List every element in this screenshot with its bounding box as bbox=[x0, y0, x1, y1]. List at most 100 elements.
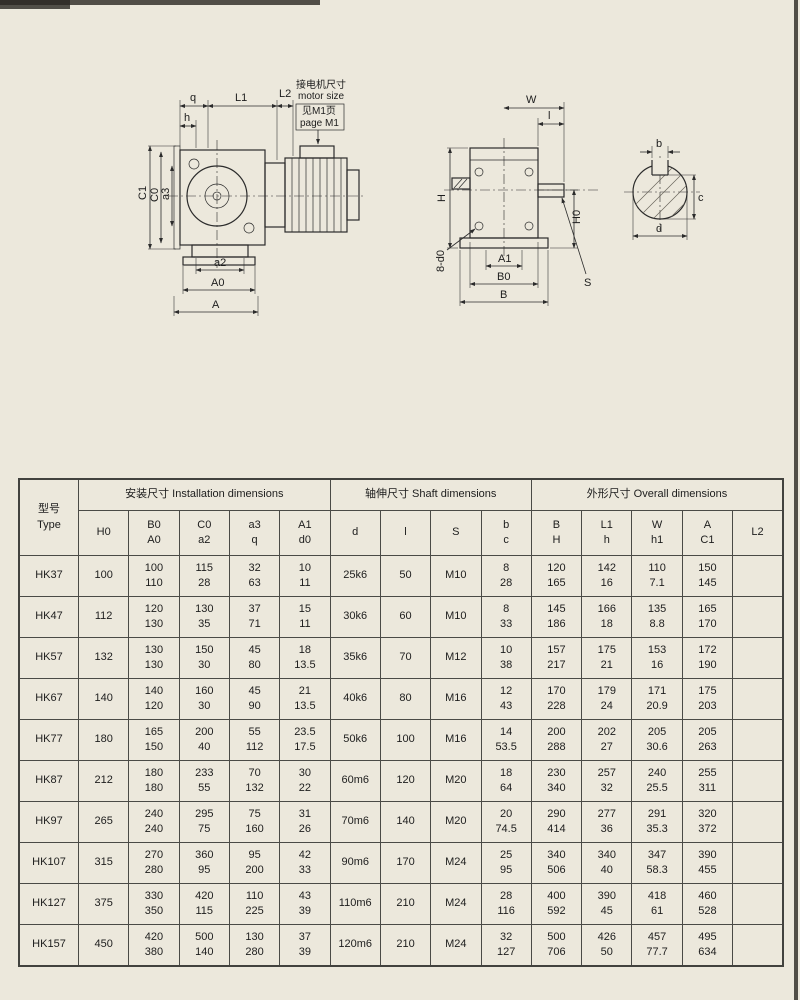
value-cell: M24 bbox=[430, 883, 482, 925]
value-cell: M24 bbox=[430, 842, 482, 884]
value-cell: 110 7.1 bbox=[631, 555, 683, 597]
value-cell: 18 64 bbox=[480, 760, 532, 802]
dim-label-q: q bbox=[190, 92, 196, 104]
value-cell: 290 414 bbox=[530, 801, 583, 843]
value-cell: 130 130 bbox=[128, 637, 180, 679]
value-cell: 150 145 bbox=[681, 555, 734, 597]
value-cell: 165 170 bbox=[681, 596, 734, 638]
type-cell: HK77 bbox=[18, 719, 79, 761]
group-installation-dimensions: 安装尺寸 Installation dimensions bbox=[78, 478, 331, 511]
value-cell: 100 110 bbox=[128, 555, 180, 597]
dim-label-W: W bbox=[526, 94, 537, 106]
value-cell: 140 bbox=[379, 801, 432, 843]
sub-header-10: L1 h bbox=[581, 510, 633, 556]
value-cell: 100 bbox=[379, 719, 432, 761]
value-cell: 50k6 bbox=[329, 719, 381, 761]
value-cell: 30k6 bbox=[329, 596, 381, 638]
dim-label-A1: A1 bbox=[498, 253, 511, 265]
value-cell bbox=[732, 555, 784, 597]
value-cell: 375 bbox=[77, 883, 130, 925]
value-cell: 30 22 bbox=[279, 760, 331, 802]
sub-header-4: A1 d0 bbox=[279, 510, 331, 556]
value-cell: 12 43 bbox=[480, 678, 532, 720]
value-cell: 42 33 bbox=[279, 842, 331, 884]
value-cell: 45 90 bbox=[228, 678, 281, 720]
value-cell: 315 bbox=[77, 842, 130, 884]
type-cell: HK87 bbox=[18, 760, 79, 802]
scan-artifact bbox=[0, 0, 320, 5]
value-cell: 390 45 bbox=[581, 883, 633, 925]
value-cell: 420 115 bbox=[178, 883, 230, 925]
value-cell: 340 506 bbox=[530, 842, 583, 884]
sub-header-6: l bbox=[379, 510, 432, 556]
value-cell: 330 350 bbox=[128, 883, 180, 925]
value-cell: 295 75 bbox=[178, 801, 230, 843]
dimension-table: 型号 Type 安装尺寸 Installation dimensions 轴伸尺… bbox=[18, 478, 784, 967]
value-cell: 175 203 bbox=[681, 678, 734, 720]
value-cell: 40k6 bbox=[329, 678, 381, 720]
scan-artifact bbox=[0, 0, 70, 9]
dim-label-b: b bbox=[656, 138, 662, 150]
motor-note-ref-cn: 见M1页 bbox=[302, 105, 336, 117]
value-cell: 60 bbox=[379, 596, 432, 638]
type-cell: HK57 bbox=[18, 637, 79, 679]
value-cell: 8 33 bbox=[480, 596, 532, 638]
motor-note-ref-en: page M1 bbox=[300, 118, 339, 129]
value-cell: 255 311 bbox=[681, 760, 734, 802]
technical-drawings: q L1 L2 h C1 C0 a3 a2 A0 bbox=[137, 78, 704, 316]
sub-header-5: d bbox=[329, 510, 381, 556]
value-cell: 426 50 bbox=[581, 924, 633, 967]
value-cell: 420 380 bbox=[128, 924, 180, 967]
value-cell: 418 61 bbox=[631, 883, 683, 925]
value-cell: 90m6 bbox=[329, 842, 381, 884]
dim-label-C1: C1 bbox=[137, 186, 149, 200]
type-cell: HK37 bbox=[18, 555, 79, 597]
value-cell: 179 24 bbox=[581, 678, 633, 720]
value-cell: 120 165 bbox=[530, 555, 583, 597]
value-cell: 142 16 bbox=[581, 555, 633, 597]
value-cell: 202 27 bbox=[581, 719, 633, 761]
value-cell: 130 35 bbox=[178, 596, 230, 638]
value-cell: 15 11 bbox=[279, 596, 331, 638]
value-cell: 170 bbox=[379, 842, 432, 884]
dim-label-A0: A0 bbox=[211, 277, 224, 289]
value-cell: 14 53.5 bbox=[480, 719, 532, 761]
value-cell: 120m6 bbox=[329, 924, 381, 967]
dim-label-B: B bbox=[500, 289, 507, 301]
type-cell: HK47 bbox=[18, 596, 79, 638]
value-cell: 210 bbox=[379, 924, 432, 967]
value-cell: 170 228 bbox=[530, 678, 583, 720]
dim-label-B0: B0 bbox=[497, 271, 510, 283]
value-cell: 166 18 bbox=[581, 596, 633, 638]
value-cell bbox=[732, 924, 784, 967]
value-cell: 175 21 bbox=[581, 637, 633, 679]
dim-label-S: S bbox=[584, 277, 591, 289]
side-view-drawing: q L1 L2 h C1 C0 a3 a2 A0 bbox=[137, 78, 364, 316]
shaft-section-drawing: b c d bbox=[624, 138, 704, 240]
value-cell: 35k6 bbox=[329, 637, 381, 679]
value-cell: 20 74.5 bbox=[480, 801, 532, 843]
dim-label-H: H bbox=[436, 194, 448, 202]
value-cell bbox=[732, 842, 784, 884]
value-cell: 132 bbox=[77, 637, 130, 679]
value-cell: 500 140 bbox=[178, 924, 230, 967]
value-cell bbox=[732, 883, 784, 925]
value-cell: M20 bbox=[430, 801, 482, 843]
value-cell: 145 186 bbox=[530, 596, 583, 638]
value-cell: M24 bbox=[430, 924, 482, 967]
value-cell: M16 bbox=[430, 719, 482, 761]
type-header: 型号 Type bbox=[18, 478, 79, 556]
value-cell: 140 bbox=[77, 678, 130, 720]
value-cell: 50 bbox=[379, 555, 432, 597]
value-cell bbox=[732, 637, 784, 679]
dim-label-8-d0: 8-d0 bbox=[435, 250, 447, 272]
dim-label-a3: a3 bbox=[160, 188, 172, 200]
motor-note-cn: 接电机尺寸 bbox=[296, 78, 346, 91]
